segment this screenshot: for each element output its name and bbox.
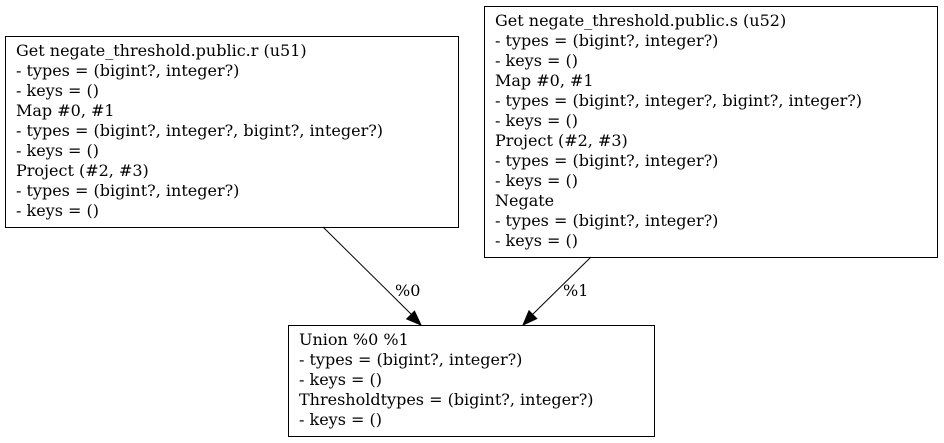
node-get-r-line-9: - keys = (): [16, 201, 99, 220]
node-get-r-line-6: - keys = (): [16, 141, 99, 160]
node-get-r-line-5: - types = (bigint?, integer?, bigint?, i…: [16, 121, 383, 140]
node-get-s: Get negate_threshold.public.s (u52) - ty…: [484, 6, 938, 258]
node-get-s-line-9: - keys = (): [495, 171, 578, 190]
node-union: Union %0 %1 - types = (bigint?, integer?…: [288, 325, 655, 437]
node-get-s-box: [484, 6, 938, 258]
node-get-r-box: [5, 36, 459, 228]
node-get-r-line-1: Get negate_threshold.public.r (u51): [16, 41, 307, 60]
node-union-line-2: - types = (bigint?, integer?): [299, 350, 522, 369]
node-get-r-line-4: Map #0, #1: [16, 101, 115, 120]
edge-s-to-union-arrowhead: [522, 309, 538, 326]
node-get-r-line-7: Project (#2, #3): [16, 161, 149, 180]
node-union-line-3: - keys = (): [299, 370, 382, 389]
edge-r-to-union: %0: [322, 226, 423, 326]
node-union-box: [288, 325, 655, 437]
node-get-s-line-1: Get negate_threshold.public.s (u52): [495, 11, 786, 30]
edge-r-to-union-line: [322, 226, 413, 316]
edge-s-to-union-label: %1: [563, 281, 588, 300]
node-get-s-line-10: Negate: [495, 191, 554, 210]
node-get-s-line-5: - types = (bigint?, integer?, bigint?, i…: [495, 91, 862, 110]
node-get-s-line-7: Project (#2, #3): [495, 131, 628, 150]
node-get-s-line-2: - types = (bigint?, integer?): [495, 31, 718, 50]
edge-r-to-union-arrowhead: [405, 310, 423, 326]
node-get-s-line-4: Map #0, #1: [495, 71, 594, 90]
node-union-line-1: Union %0 %1: [299, 330, 409, 349]
node-get-r-line-2: - types = (bigint?, integer?): [16, 61, 239, 80]
node-get-s-line-6: - keys = (): [495, 111, 578, 130]
node-get-s-line-3: - keys = (): [495, 51, 578, 70]
node-get-r-line-3: - keys = (): [16, 81, 99, 100]
node-union-line-4: Thresholdtypes = (bigint?, integer?): [299, 390, 594, 409]
node-get-s-line-11: - types = (bigint?, integer?): [495, 211, 718, 230]
edge-s-to-union-line: [531, 256, 592, 316]
node-get-r-line-8: - types = (bigint?, integer?): [16, 181, 239, 200]
node-get-s-line-12: - keys = (): [495, 231, 578, 250]
edge-s-to-union: %1: [522, 256, 592, 326]
node-get-r: Get negate_threshold.public.r (u51) - ty…: [5, 36, 459, 228]
node-union-line-5: - keys = (): [299, 410, 382, 429]
node-get-s-line-8: - types = (bigint?, integer?): [495, 151, 718, 170]
edge-r-to-union-label: %0: [395, 281, 420, 300]
